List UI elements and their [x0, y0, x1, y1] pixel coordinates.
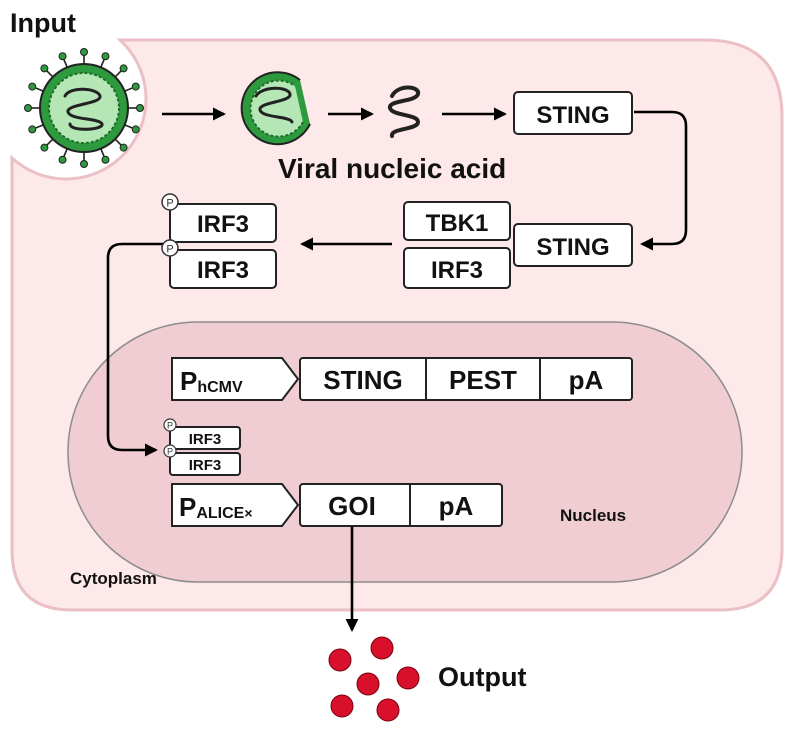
- promoter-sub-label: ALICE: [196, 505, 244, 522]
- output-molecule-icon: [330, 694, 354, 718]
- promoter-sub-label: hCMV: [197, 379, 243, 396]
- cytoplasm-label: Cytoplasm: [70, 569, 157, 588]
- output-label: Output: [438, 662, 526, 692]
- tbk1-box: TBK1: [403, 201, 511, 241]
- sensor-construct: PhCMV STING PEST pA: [171, 357, 633, 401]
- nucleus-label: Nucleus: [560, 506, 626, 525]
- sting-box-complex: STING: [513, 223, 633, 267]
- irf3-phospho-small-1: IRF3: [169, 426, 241, 450]
- promoter-suffix-label: ×: [244, 505, 252, 521]
- svg-text:PALICE×: PALICE×: [179, 492, 253, 522]
- reporter-part-goi: GOI: [328, 491, 376, 521]
- arrow-irf3-to-nucleus: [106, 242, 166, 457]
- irf3-label: IRF3: [189, 431, 222, 448]
- arrow-sting-to-complex: [634, 110, 688, 251]
- svg-text:P: P: [167, 447, 173, 457]
- sting-box-top: STING: [513, 91, 633, 135]
- tbk1-label: TBK1: [426, 210, 489, 237]
- svg-text:P: P: [166, 244, 173, 256]
- reporter-part-pa: pA: [439, 491, 474, 521]
- output-molecule-icon: [376, 698, 400, 722]
- svg-text:P: P: [167, 421, 173, 431]
- hcmv-promoter: [171, 357, 300, 401]
- svg-text:PhCMV: PhCMV: [180, 366, 243, 396]
- phospho-badge-icon: P: [163, 444, 177, 458]
- input-label: Input: [10, 8, 76, 38]
- phospho-badge-icon: P: [163, 418, 177, 432]
- output-molecule-icon: [356, 672, 380, 696]
- irf3-box-complex: IRF3: [403, 247, 511, 289]
- irf3-label: IRF3: [197, 211, 249, 238]
- irf3-phospho-box-1: IRF3: [169, 203, 277, 243]
- svg-text:P: P: [166, 198, 173, 210]
- sting-label: STING: [536, 234, 609, 261]
- promoter-main-label: P: [180, 366, 197, 396]
- sensor-part-pa: pA: [569, 365, 604, 395]
- sensor-part-sting: STING: [323, 365, 402, 395]
- virus-icon: [24, 48, 144, 168]
- output-molecules: [328, 636, 420, 722]
- promoter-main-label: P: [179, 492, 196, 522]
- phospho-badge-icon: P: [161, 193, 179, 211]
- uncoating-virus-icon: [240, 71, 311, 146]
- phospho-badge-icon: P: [161, 239, 179, 257]
- output-molecule-icon: [370, 636, 394, 660]
- reporter-construct: PALICE× GOI pA: [171, 483, 503, 527]
- irf3-phospho-small-2: IRF3: [169, 452, 241, 476]
- alice-promoter: [171, 483, 300, 527]
- irf3-label: IRF3: [189, 457, 222, 474]
- sting-label: STING: [536, 102, 609, 129]
- irf3-label: IRF3: [431, 257, 483, 284]
- viral-nucleic-acid-icon: [388, 85, 421, 138]
- viral-nucleic-acid-label: Viral nucleic acid: [278, 153, 506, 184]
- output-molecule-icon: [328, 648, 352, 672]
- irf3-label: IRF3: [197, 257, 249, 284]
- output-molecule-icon: [396, 666, 420, 690]
- sensor-part-pest: PEST: [449, 365, 517, 395]
- irf3-phospho-box-2: IRF3: [169, 249, 277, 289]
